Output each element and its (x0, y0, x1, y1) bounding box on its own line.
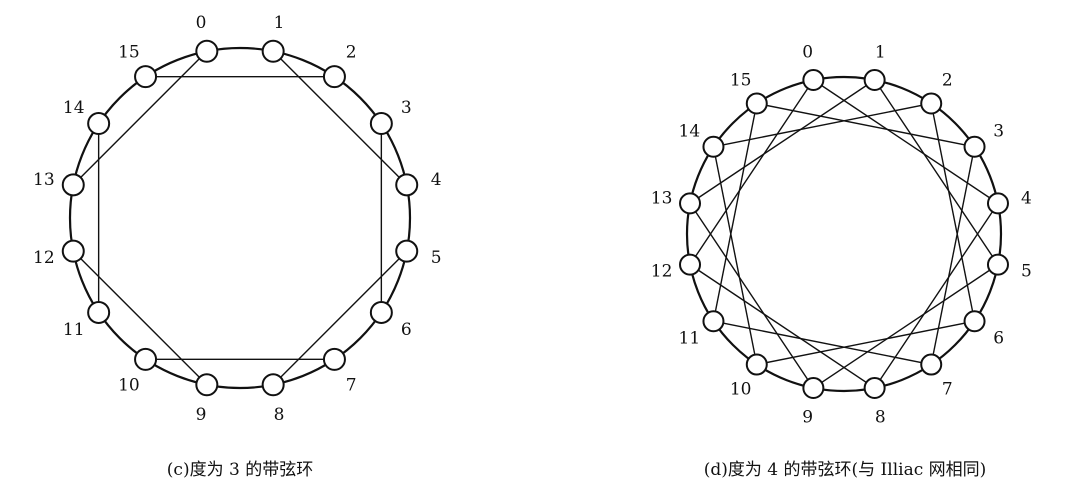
node-label-d-13: 13 (651, 189, 673, 209)
node-d-0 (802, 69, 825, 92)
node-d-3 (963, 135, 986, 158)
node-d-11 (702, 310, 725, 333)
node-c-3 (369, 112, 393, 136)
node-c-4 (395, 173, 419, 197)
node-d-12 (679, 253, 702, 276)
node-label-d-12: 12 (651, 261, 673, 281)
node-label-c-11: 11 (63, 320, 85, 340)
caption-d: (d)度为 4 的带弦环(与 Illiac 网相同) (703, 460, 987, 480)
node-label-c-1: 1 (274, 13, 285, 33)
node-d-14 (702, 135, 725, 158)
chord-c-12-9 (72, 250, 208, 386)
node-label-c-15: 15 (118, 43, 140, 63)
node-label-d-3: 3 (993, 122, 1004, 142)
node-label-d-0: 0 (802, 43, 813, 63)
node-label-d-15: 15 (730, 70, 752, 90)
node-label-d-1: 1 (875, 43, 886, 63)
node-label-d-5: 5 (1021, 261, 1032, 281)
node-label-c-0: 0 (196, 13, 207, 33)
node-c-6 (369, 300, 393, 324)
node-c-11 (87, 300, 111, 324)
node-label-c-13: 13 (33, 170, 55, 190)
node-label-d-11: 11 (679, 328, 701, 348)
node-c-15 (134, 65, 158, 89)
node-d-1 (863, 69, 886, 92)
node-label-c-6: 6 (401, 320, 412, 340)
node-d-15 (745, 92, 768, 115)
node-label-d-8: 8 (875, 407, 886, 427)
node-label-c-3: 3 (401, 98, 412, 118)
node-label-c-7: 7 (346, 375, 357, 395)
node-label-d-2: 2 (942, 70, 953, 90)
node-c-1 (261, 39, 285, 63)
node-c-7 (322, 347, 346, 371)
node-label-c-5: 5 (431, 248, 442, 268)
node-label-c-14: 14 (63, 98, 85, 118)
caption-c: (c)度为 3 的带弦环 (166, 460, 314, 480)
ring-d (685, 75, 1003, 393)
node-d-13 (679, 192, 702, 215)
node-c-5 (395, 239, 419, 263)
node-d-7 (920, 353, 943, 376)
node-d-8 (863, 376, 886, 399)
chord-c-8-5 (272, 250, 408, 386)
node-c-9 (195, 373, 219, 397)
chord-d-15-3 (756, 102, 975, 148)
chord-c-0-13 (72, 50, 208, 186)
node-label-d-4: 4 (1021, 189, 1032, 209)
node-label-d-9: 9 (802, 407, 813, 427)
node-label-c-4: 4 (431, 170, 442, 190)
node-c-8 (261, 373, 285, 397)
node-c-14 (87, 112, 111, 136)
chord-c-4-1 (272, 50, 408, 186)
node-d-2 (920, 92, 943, 115)
chord-d-13-1 (689, 79, 876, 204)
node-label-d-7: 7 (942, 380, 953, 400)
node-label-d-6: 6 (993, 328, 1004, 348)
node-d-10 (745, 353, 768, 376)
chord-d-14-2 (713, 102, 932, 148)
ring-c (68, 46, 412, 390)
node-d-6 (963, 310, 986, 333)
node-label-d-14: 14 (679, 122, 701, 142)
node-label-c-2: 2 (346, 43, 357, 63)
node-label-c-9: 9 (196, 405, 207, 425)
node-label-c-8: 8 (274, 405, 285, 425)
node-c-2 (322, 65, 346, 89)
node-label-c-10: 10 (118, 375, 140, 395)
node-label-c-12: 12 (33, 248, 55, 268)
node-d-9 (802, 376, 825, 399)
node-d-4 (986, 192, 1009, 215)
node-label-d-10: 10 (730, 380, 752, 400)
node-c-0 (195, 39, 219, 63)
node-c-10 (134, 347, 158, 371)
node-d-5 (986, 253, 1009, 276)
node-c-13 (61, 173, 85, 197)
node-c-12 (61, 239, 85, 263)
